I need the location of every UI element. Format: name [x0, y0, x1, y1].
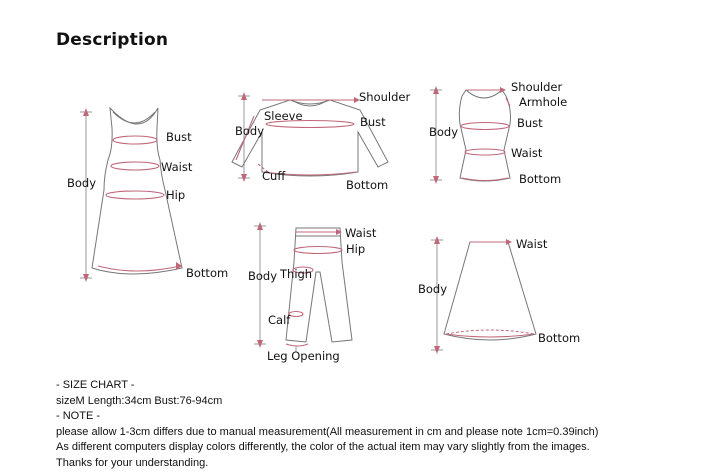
- top-body-label: Body: [235, 124, 264, 138]
- tank-body-label: Body: [429, 125, 458, 139]
- note-line-2: As different computers display colors di…: [56, 441, 590, 454]
- size-notes: - SIZE CHART - sizeM Length:34cm Bust:76…: [56, 378, 598, 472]
- top-cuff-label: Cuff: [262, 169, 286, 183]
- dress-figure: [80, 106, 183, 282]
- skirt-figure: [431, 236, 537, 354]
- skirt-waist-label: Waist: [516, 237, 548, 251]
- skirt-body-label: Body: [418, 282, 447, 296]
- dress-waist-label: Waist: [161, 160, 193, 174]
- dress-bust-label: Bust: [166, 130, 192, 144]
- size-chart-title: - SIZE CHART -: [56, 379, 135, 391]
- note-line-1: please allow 1-3cm differs due to manual…: [56, 425, 599, 438]
- pants-hip-label: Hip: [346, 242, 365, 256]
- note-title: - NOTE -: [56, 410, 100, 423]
- tank-bottom-label: Bottom: [519, 172, 561, 186]
- pants-calf-label: Calf: [268, 313, 291, 327]
- top-bust-label: Bust: [360, 115, 386, 129]
- size-line: sizeM Length:34cm Bust:76-94cm: [56, 394, 223, 407]
- top-figure: [231, 92, 389, 182]
- top-bottom-label: Bottom: [346, 178, 388, 192]
- page-heading: Description: [56, 30, 169, 50]
- tank-figure: [430, 86, 511, 184]
- tank-shoulder-label: Shoulder: [511, 80, 562, 94]
- dress-hip-label: Hip: [166, 188, 185, 202]
- pants-leg-opening-label: Leg Opening: [267, 349, 340, 363]
- pants-figure: [254, 222, 353, 352]
- skirt-bottom-label: Bottom: [538, 331, 580, 345]
- dress-body-label: Body: [67, 176, 96, 190]
- pants-body-label: Body: [248, 269, 277, 283]
- pants-thigh-label: Thigh: [279, 267, 312, 281]
- dress-bottom-label: Bottom: [186, 266, 228, 280]
- tank-armhole-label: Armhole: [519, 95, 567, 109]
- note-line-3: Thanks for your understanding.: [56, 456, 209, 469]
- pants-waist-label: Waist: [345, 226, 377, 240]
- tank-waist-label: Waist: [511, 146, 543, 160]
- top-sleeve-label: Sleeve: [264, 109, 303, 123]
- top-shoulder-label: Shoulder: [359, 90, 410, 104]
- tank-bust-label: Bust: [517, 116, 543, 130]
